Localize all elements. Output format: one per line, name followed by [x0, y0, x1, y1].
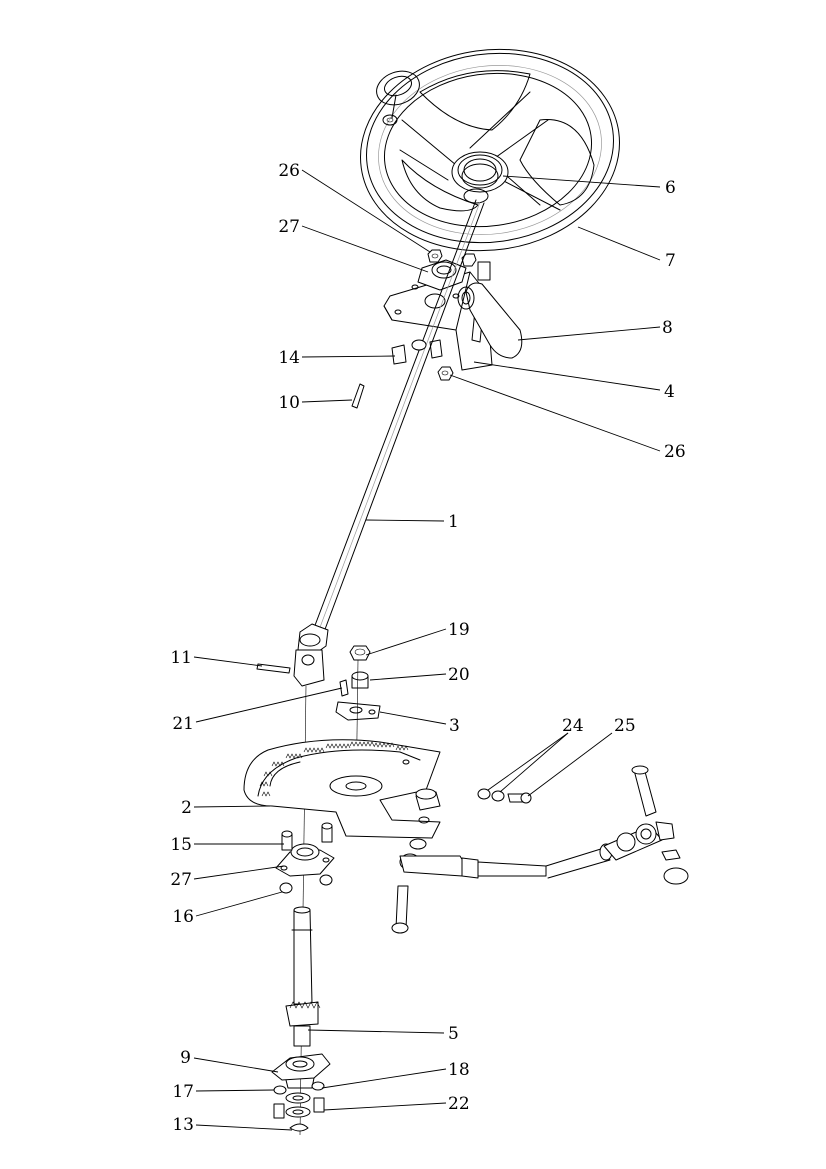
callout-5: 5	[448, 1024, 459, 1044]
callout-26b: 26	[664, 442, 686, 462]
nut-lower	[437, 366, 454, 381]
callout-7: 7	[665, 251, 676, 271]
callout-1: 1	[448, 512, 459, 532]
callout-14: 14	[278, 348, 300, 368]
callout-labels: 26 27 6 7 8 14 4 10 26 1 19 11 20 21 3 2…	[170, 161, 685, 1135]
nut-19	[349, 645, 371, 661]
steering-wheel	[360, 48, 620, 252]
callout-2: 2	[181, 798, 192, 818]
callout-26a: 26	[278, 161, 300, 181]
callout-13: 13	[172, 1115, 194, 1135]
callout-3: 3	[449, 716, 460, 736]
callout-19: 19	[448, 620, 470, 640]
callout-20: 20	[448, 665, 470, 685]
nut-upper	[427, 249, 491, 281]
callout-27b: 27	[170, 870, 192, 890]
callout-27a: 27	[278, 217, 300, 237]
washer-18	[285, 1092, 311, 1118]
roll-pin	[256, 663, 291, 674]
callout-25: 25	[614, 716, 636, 736]
drag-link	[391, 765, 689, 934]
bracket-3	[335, 701, 381, 721]
bolt-15	[281, 822, 333, 851]
callout-15: 15	[170, 835, 192, 855]
callout-16: 16	[172, 907, 194, 927]
lock-nut-16	[279, 874, 333, 894]
callout-11: 11	[170, 648, 192, 668]
spacer-20	[351, 671, 369, 689]
callout-24: 24	[562, 716, 584, 736]
callout-9: 9	[180, 1048, 191, 1068]
flange-bearing-lower	[275, 843, 335, 877]
sector-gear	[243, 739, 441, 839]
callout-6: 6	[665, 178, 676, 198]
callout-21: 21	[172, 714, 194, 734]
flange-bearing-bottom	[271, 1053, 331, 1089]
steering-shaft	[313, 199, 485, 633]
callout-18: 18	[448, 1060, 470, 1080]
wheel-hub-cap	[451, 151, 509, 204]
retaining-clip	[289, 1123, 309, 1132]
lever	[457, 282, 523, 359]
callout-10: 10	[278, 393, 300, 413]
universal-joint	[293, 623, 329, 687]
callout-4: 4	[664, 382, 675, 402]
bolt-22	[273, 1097, 325, 1119]
grease-fitting	[339, 679, 349, 697]
bolt-14	[391, 339, 443, 365]
leader-lines	[193, 169, 661, 1131]
callout-17: 17	[172, 1082, 194, 1102]
nut-17	[273, 1081, 325, 1095]
pinion-shaft	[285, 906, 321, 1047]
callout-22: 22	[448, 1094, 470, 1114]
callout-8: 8	[662, 318, 673, 338]
pin-10	[351, 383, 365, 409]
